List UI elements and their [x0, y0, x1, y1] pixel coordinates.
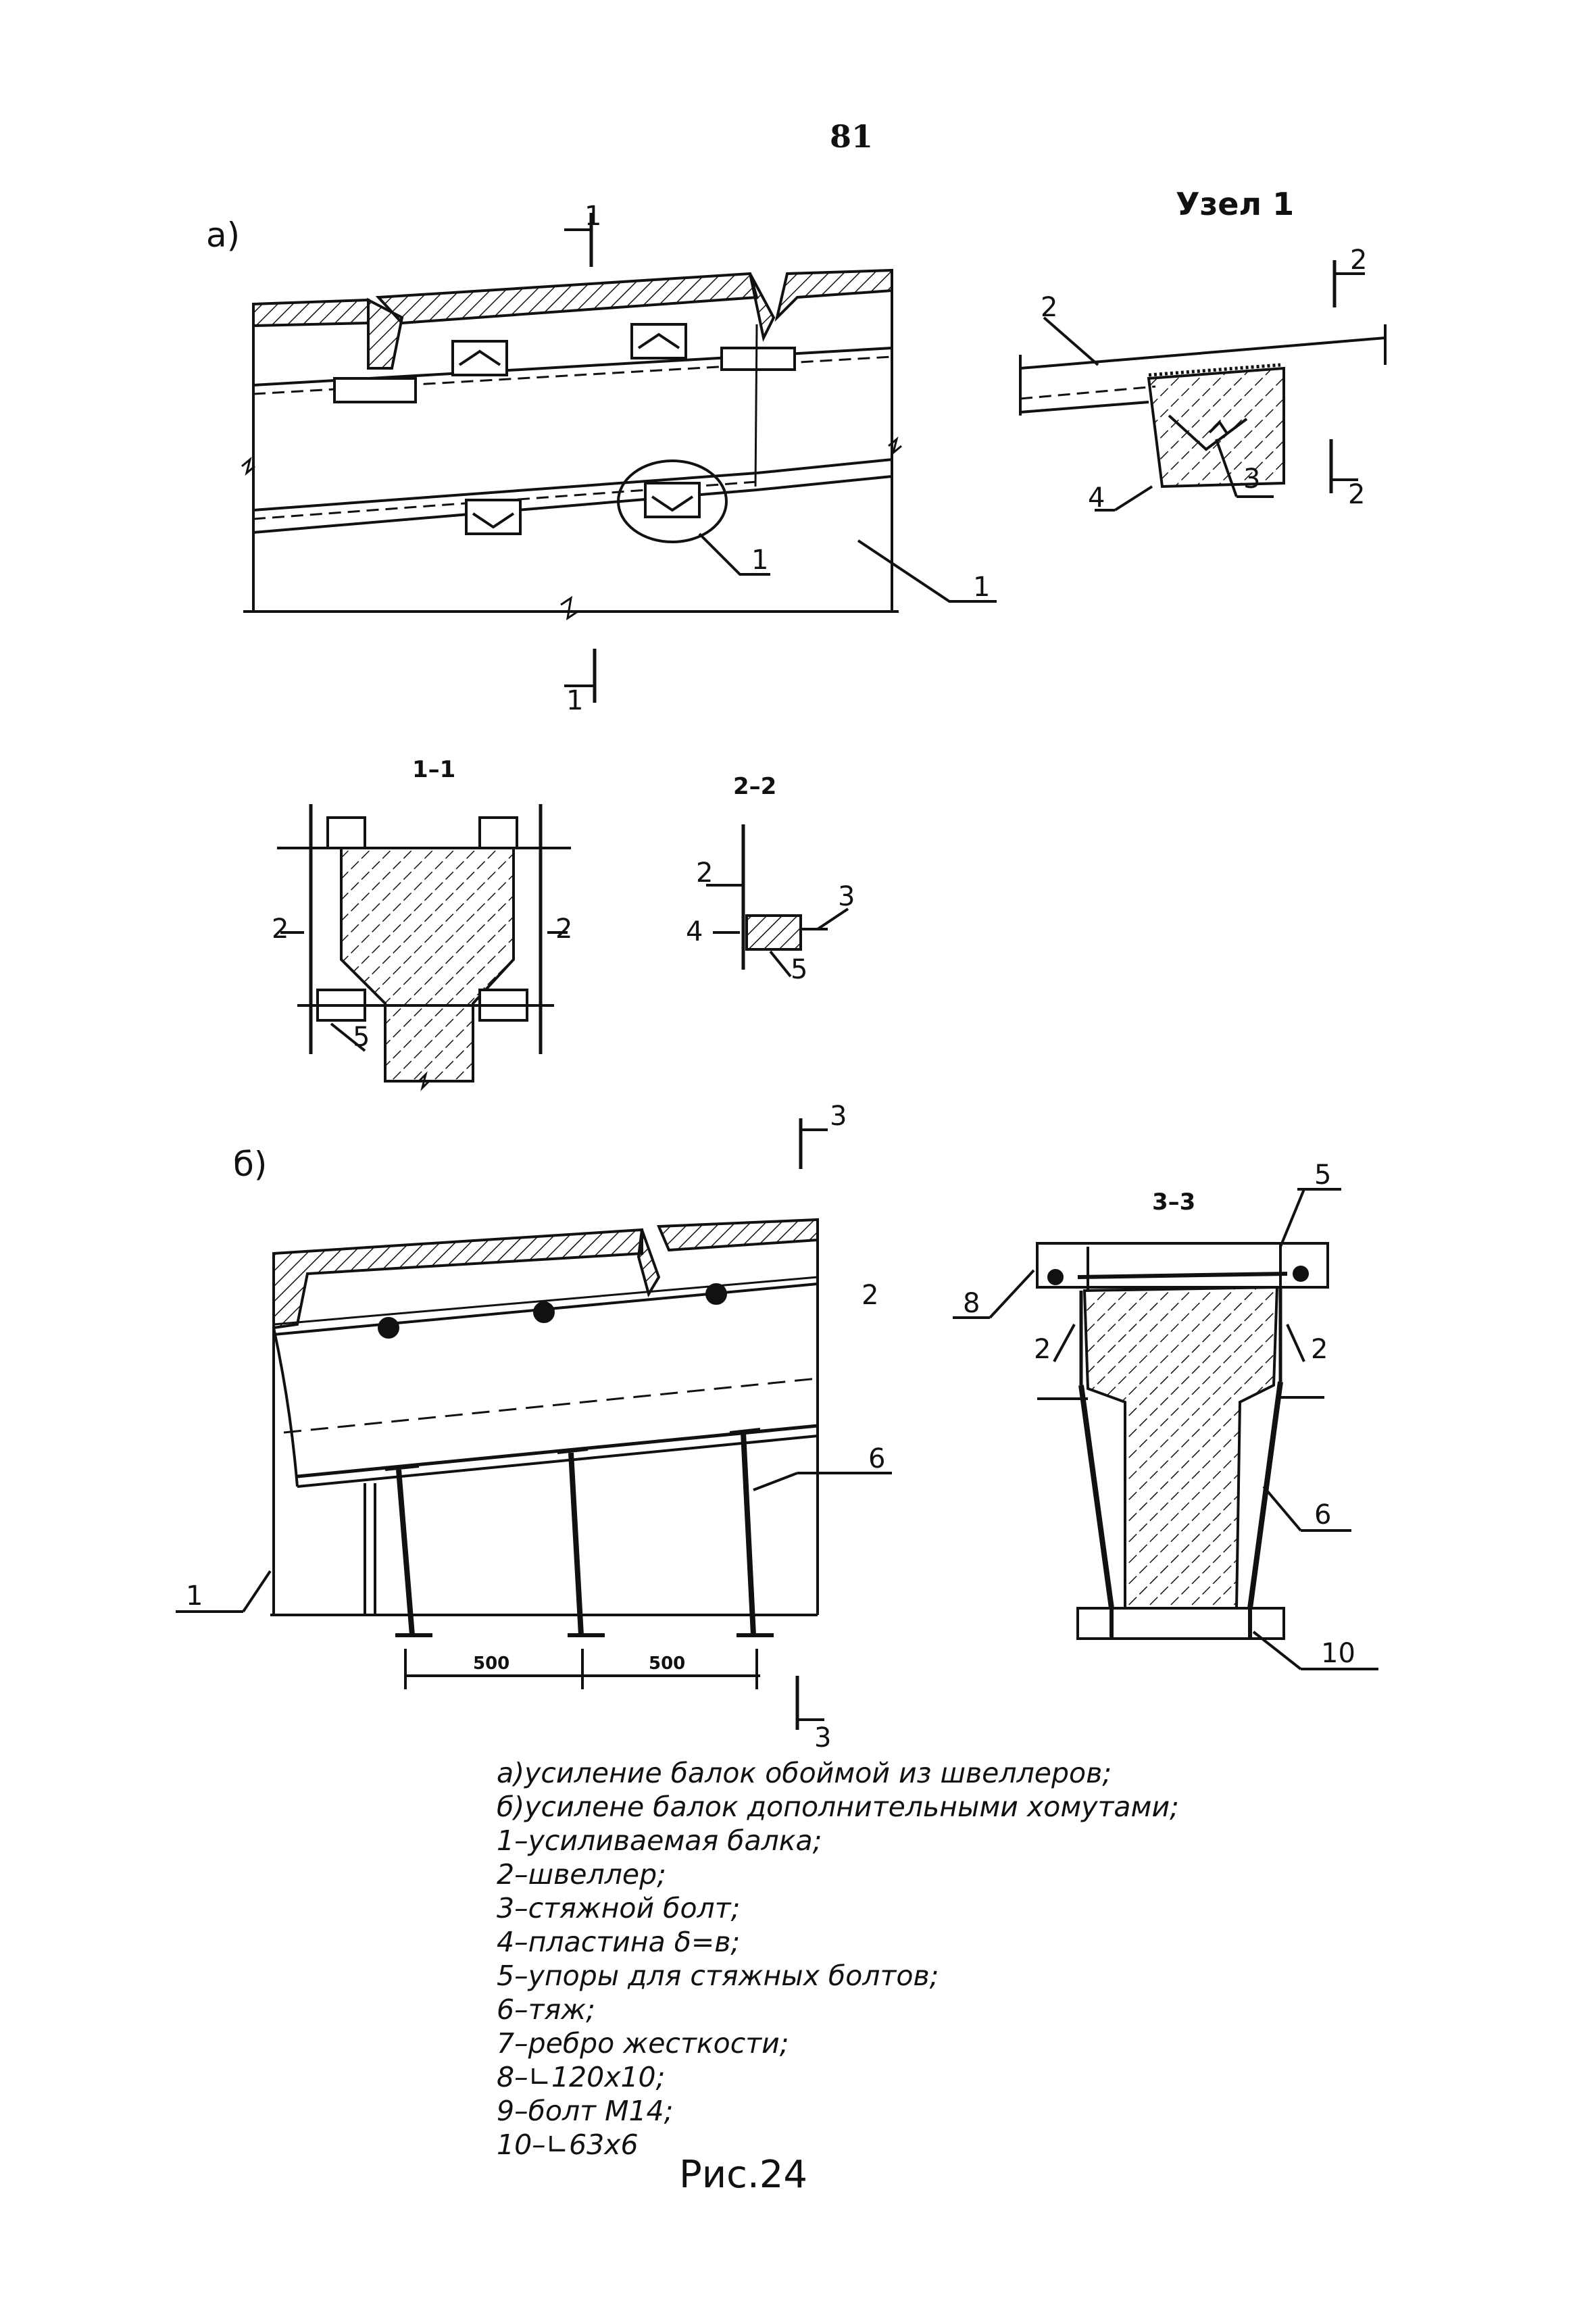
section-mark-3-bottom: 3: [814, 1722, 831, 1753]
callout-node-1: 1: [751, 545, 768, 576]
section-2-2-drawing: [706, 824, 849, 978]
caption-line-10: 10–∟63х6: [497, 2129, 639, 2161]
section-mark-2-bottom: 2: [1348, 479, 1365, 510]
figure-b-letter: б): [233, 1145, 267, 1184]
node-1-title: Узел 1: [1176, 186, 1294, 222]
figure-b-elevation: [176, 1118, 892, 1730]
figure-b-callout-6: 6: [868, 1443, 885, 1474]
section-1-1-label-2-left: 2: [272, 914, 289, 945]
section-2-2-label-3: 3: [838, 881, 855, 912]
node-callout-2: 2: [1041, 292, 1057, 323]
figure-b-callout-2: 2: [862, 1280, 878, 1311]
section-3-3-drawing: [953, 1188, 1378, 1670]
caption-line-b: б)усилене балок дополнительными хомутами…: [497, 1791, 1179, 1823]
section-3-3-title: 3–3: [1152, 1189, 1195, 1216]
node-1-detail: [1019, 260, 1387, 512]
section-1-1-label-5: 5: [353, 1022, 370, 1053]
caption-line-2: 2–швеллер;: [497, 1858, 666, 1891]
section-mark-1-top: 1: [584, 201, 601, 232]
dimension-500-right: 500: [649, 1653, 685, 1674]
section-3-3-label-8: 8: [963, 1288, 980, 1319]
caption-line-a: а)усиление балок обоймой из швеллеров;: [497, 1757, 1112, 1789]
section-1-1-title: 1–1: [412, 756, 455, 783]
section-mark-1-bottom: 1: [566, 685, 583, 716]
section-3-3-label-10: 10: [1321, 1638, 1355, 1669]
section-3-3-label-2-right: 2: [1311, 1334, 1328, 1365]
figure-b-callout-1: 1: [186, 1580, 203, 1612]
node-callout-4: 4: [1088, 482, 1105, 514]
caption-line-9: 9–болт М14;: [497, 2095, 674, 2127]
caption-line-4: 4–пластина δ=в;: [497, 1926, 741, 1958]
figure-a-elevation: [241, 213, 997, 703]
caption-line-6: 6–тяж;: [497, 1993, 595, 2026]
section-2-2-label-4: 4: [686, 916, 703, 947]
section-2-2-title: 2–2: [733, 773, 776, 800]
section-3-3-label-5: 5: [1314, 1160, 1331, 1191]
section-1-1-label-2-right: 2: [555, 914, 572, 945]
caption-line-1: 1–усиливаемая балка;: [497, 1824, 822, 1857]
section-2-2-label-2: 2: [696, 857, 713, 889]
callout-beam-1: 1: [973, 572, 990, 603]
node-callout-3: 3: [1243, 464, 1260, 495]
caption-line-8: 8–∟120х10;: [497, 2061, 666, 2093]
section-1-1-drawing: [277, 804, 571, 1091]
caption-line-3: 3–стяжной болт;: [497, 1892, 741, 1924]
section-2-2-label-5: 5: [791, 954, 807, 985]
figure-caption: Рис.24: [679, 2153, 808, 2197]
dimension-500-left: 500: [473, 1653, 509, 1674]
caption-line-5: 5–упоры для стяжных болтов;: [497, 1960, 939, 1992]
figure-a-letter: а): [206, 216, 240, 255]
caption-line-7: 7–ребро жесткости;: [497, 2027, 789, 2060]
section-mark-2-top: 2: [1350, 245, 1367, 276]
page-number: 81: [830, 118, 873, 155]
section-mark-3-top: 3: [830, 1101, 847, 1132]
section-3-3-label-2-left: 2: [1034, 1334, 1051, 1365]
section-3-3-label-6: 6: [1314, 1499, 1331, 1530]
